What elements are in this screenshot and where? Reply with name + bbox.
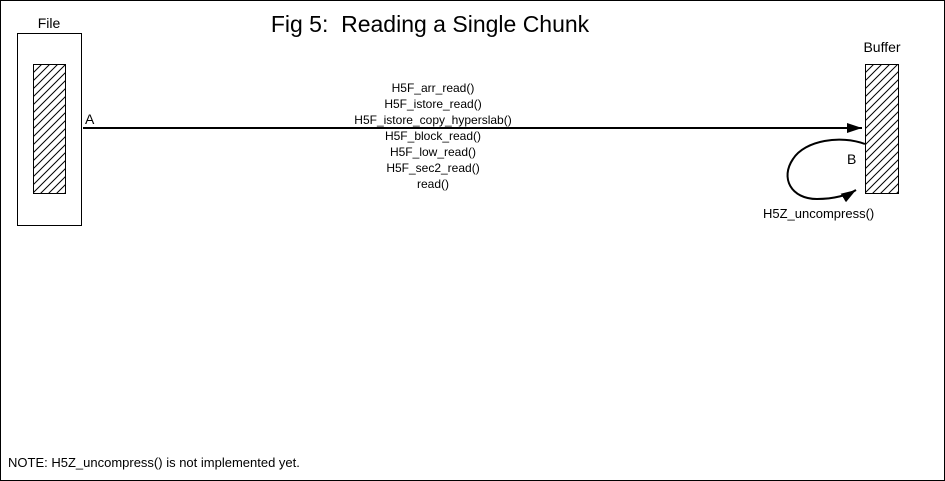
footnote: NOTE: H5Z_uncompress() is not implemente…: [8, 455, 300, 470]
call-stack-item: H5F_istore_copy_hyperslab(): [354, 113, 512, 127]
call-stack-item: H5F_sec2_read(): [386, 161, 480, 175]
endpoint-b-label: B: [847, 151, 857, 167]
figure-title: Fig 5: Reading a Single Chunk: [270, 11, 590, 37]
file-label: File: [37, 15, 61, 31]
file-box: [17, 33, 82, 226]
endpoint-a-label: A: [85, 111, 95, 127]
file-chunk-hatched: [33, 64, 66, 194]
call-stack-item: H5F_arr_read(): [391, 81, 475, 95]
call-stack-item: H5F_istore_read(): [384, 97, 482, 111]
call-stack-item: read(): [416, 177, 449, 191]
call-stack-item: H5F_low_read(): [389, 145, 477, 159]
call-stack-item: H5F_block_read(): [384, 129, 482, 143]
call-stack-list: H5F_arr_read() H5F_istore_read() H5F_ist…: [354, 80, 511, 192]
uncompress-loop-arrow: [786, 138, 866, 203]
buffer-block-hatched: [865, 64, 899, 194]
buffer-label: Buffer: [863, 39, 901, 55]
uncompress-label: H5Z_uncompress(): [763, 206, 875, 221]
